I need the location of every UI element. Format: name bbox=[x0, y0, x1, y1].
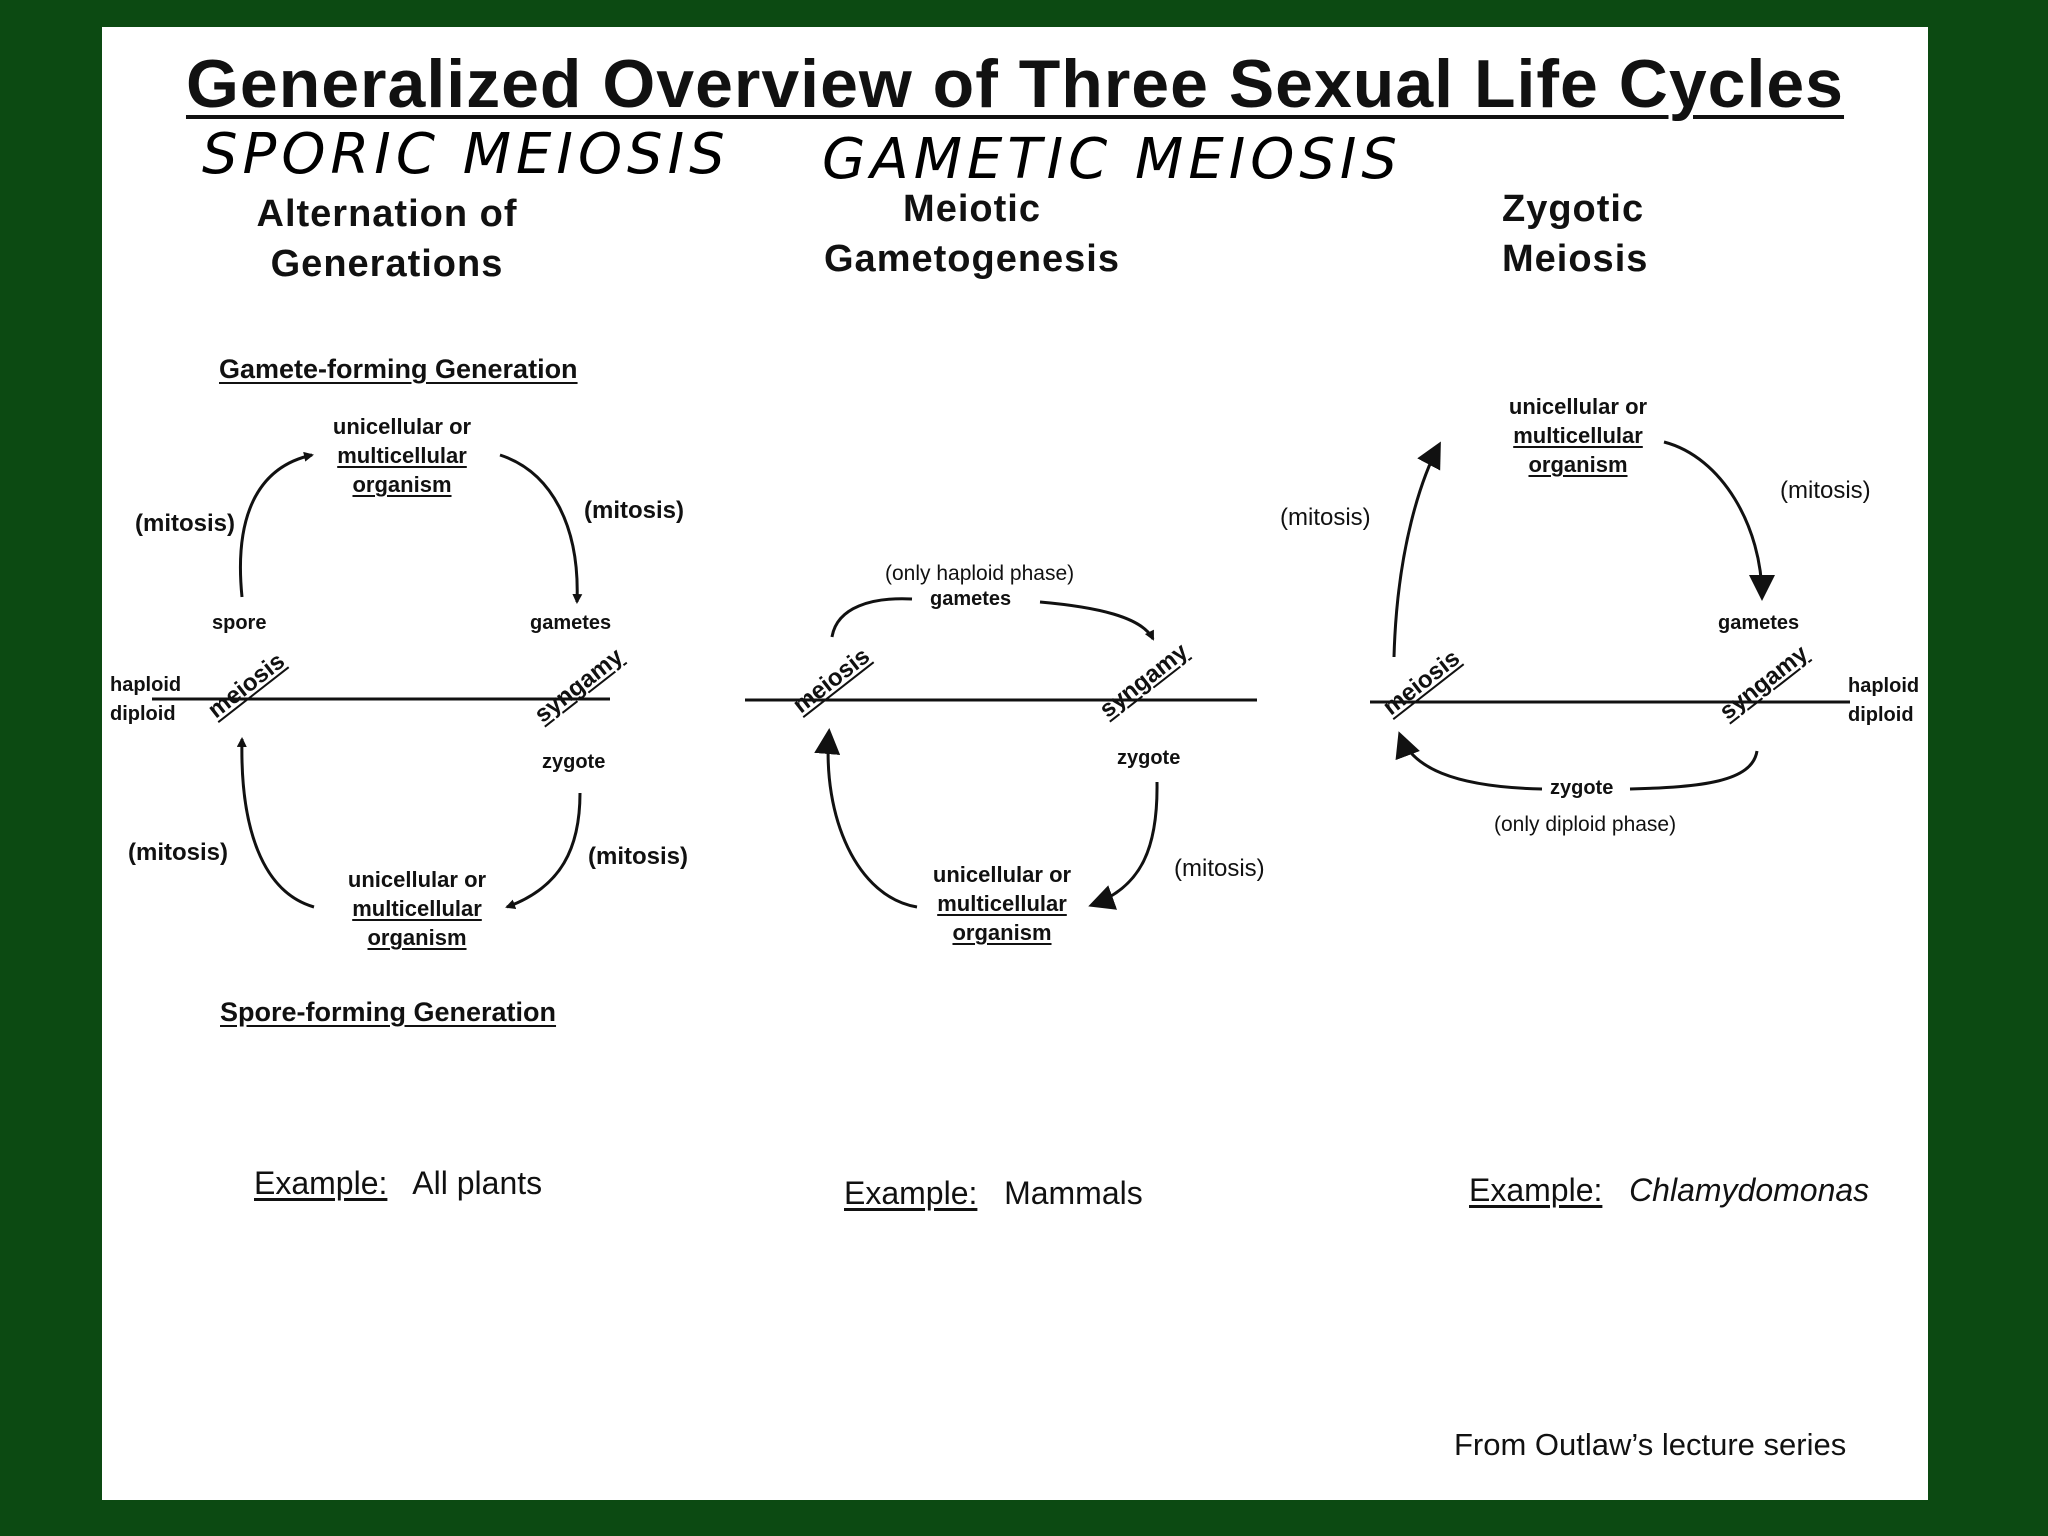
zygotic-heading-line2: Meiosis bbox=[1502, 238, 1649, 280]
sporic-heading-line2: Generations bbox=[270, 243, 504, 285]
sporic-top-organism-line3: organism bbox=[352, 472, 452, 497]
gametic-arrow-zygote-to-organism bbox=[1088, 781, 1159, 910]
sporic-arrow-organism-to-gametes bbox=[499, 453, 583, 604]
sporic-mitosis-left-top: (mitosis) bbox=[135, 510, 236, 537]
zygotic-arrow-organism-to-gametes bbox=[1663, 440, 1775, 601]
slide: Generalized Overview of Three Sexual Lif… bbox=[102, 27, 1928, 1500]
handwritten-sporic-label: SPORIC MEIOSIS bbox=[202, 122, 730, 187]
zygotic-arrow-meiosis-to-organism bbox=[1392, 441, 1441, 658]
sporic-diploid-label: diploid bbox=[110, 703, 176, 725]
sporic-example: Example: All plants bbox=[254, 1165, 542, 1202]
zygotic-organism-line3: organism bbox=[1528, 452, 1628, 477]
zygotic-arrow-zygote-to-meiosis bbox=[1395, 731, 1543, 791]
sporic-example-label: Example: bbox=[254, 1165, 388, 1201]
sporic-gametes-label: gametes bbox=[530, 612, 612, 634]
sporic-example-value: All plants bbox=[412, 1165, 543, 1201]
zygotic-organism-line2: multicellular bbox=[1513, 423, 1643, 448]
gametic-organism-line2: multicellular bbox=[937, 891, 1067, 916]
sporic-heading-line1: Alternation of bbox=[256, 193, 518, 235]
zygotic-example-label: Example: bbox=[1469, 1172, 1603, 1208]
sporic-bottom-organism-line3: organism bbox=[367, 925, 467, 950]
gametic-arrow-meiosis-to-gametes bbox=[830, 597, 913, 638]
zygotic-example-value: Chlamydomonas bbox=[1629, 1172, 1870, 1208]
zygotic-haploid-label: haploid bbox=[1848, 675, 1920, 697]
sporic-bottom-generation: Spore-forming Generation bbox=[220, 997, 557, 1027]
cycle-arrows bbox=[152, 440, 1850, 910]
sporic-top-organism: unicellular or multicellular organism bbox=[302, 412, 502, 499]
zygotic-example: Example: Chlamydomonas bbox=[1469, 1172, 1869, 1209]
handwritten-gametic-label: GAMETIC MEIOSIS bbox=[822, 127, 1402, 192]
sporic-zygote-label: zygote bbox=[542, 751, 606, 773]
sporic-bottom-organism-line2: multicellular bbox=[352, 896, 482, 921]
sporic-mitosis-left-bottom: (mitosis) bbox=[128, 839, 229, 866]
gametic-organism: unicellular or multicellular organism bbox=[902, 860, 1102, 947]
sporic-arrow-spore-to-organism bbox=[238, 451, 314, 598]
sporic-arrow-organism-to-meiosis bbox=[236, 737, 315, 909]
sporic-top-organism-line2: multicellular bbox=[337, 443, 467, 468]
zygotic-mitosis-right: (mitosis) bbox=[1780, 477, 1871, 504]
sporic-heading: Alternation of Generations bbox=[242, 189, 532, 289]
zygotic-heading-line1: Zygotic bbox=[1502, 188, 1645, 230]
gametic-example-label: Example: bbox=[844, 1175, 978, 1211]
zygotic-heading: Zygotic Meiosis bbox=[1502, 184, 1712, 284]
gametic-example-value: Mammals bbox=[1004, 1175, 1143, 1211]
zygotic-organism: unicellular or multicellular organism bbox=[1478, 392, 1678, 479]
gametic-mitosis-label: (mitosis) bbox=[1174, 855, 1265, 882]
sporic-top-organism-line1: unicellular or bbox=[332, 414, 472, 439]
zygotic-mitosis-left: (mitosis) bbox=[1280, 504, 1371, 531]
gametic-arrow-organism-to-meiosis bbox=[814, 728, 918, 909]
zygotic-diploid-phase-label: (only diploid phase) bbox=[1494, 813, 1677, 836]
zygotic-diploid-label: diploid bbox=[1848, 704, 1914, 726]
source-credit: From Outlaw’s lecture series bbox=[1454, 1427, 1847, 1462]
sporic-bottom-organism-line1: unicellular or bbox=[347, 867, 487, 892]
sporic-haploid-label: haploid bbox=[110, 674, 182, 696]
sporic-top-generation: Gamete-forming Generation bbox=[219, 354, 578, 384]
zygotic-zygote-label: zygote bbox=[1550, 777, 1614, 799]
gametic-heading-line2: Gametogenesis bbox=[824, 238, 1120, 280]
sporic-spore-label: spore bbox=[212, 612, 267, 634]
sporic-arrow-zygote-to-organism bbox=[505, 792, 582, 909]
sporic-bottom-organism: unicellular or multicellular organism bbox=[317, 865, 517, 952]
gametic-gametes-label: gametes bbox=[930, 588, 1012, 610]
gametic-example: Example: Mammals bbox=[844, 1175, 1143, 1212]
zygotic-arrow-syngamy-to-zygote bbox=[1629, 750, 1759, 791]
sporic-mitosis-right-bottom: (mitosis) bbox=[588, 843, 689, 870]
gametic-haploid-phase-label: (only haploid phase) bbox=[885, 562, 1075, 585]
gametic-zygote-label: zygote bbox=[1117, 747, 1181, 769]
gametic-heading-line1: Meiotic bbox=[903, 188, 1041, 230]
page-title: Generalized Overview of Three Sexual Lif… bbox=[185, 46, 1845, 122]
zygotic-gametes-label: gametes bbox=[1718, 612, 1800, 634]
gametic-organism-line3: organism bbox=[952, 920, 1052, 945]
gametic-organism-line1: unicellular or bbox=[932, 862, 1072, 887]
sporic-mitosis-right-top: (mitosis) bbox=[584, 497, 685, 524]
gametic-arrow-gametes-to-syngamy bbox=[1039, 600, 1155, 641]
gametic-heading: Meiotic Gametogenesis bbox=[802, 184, 1142, 284]
zygotic-organism-line1: unicellular or bbox=[1508, 394, 1648, 419]
